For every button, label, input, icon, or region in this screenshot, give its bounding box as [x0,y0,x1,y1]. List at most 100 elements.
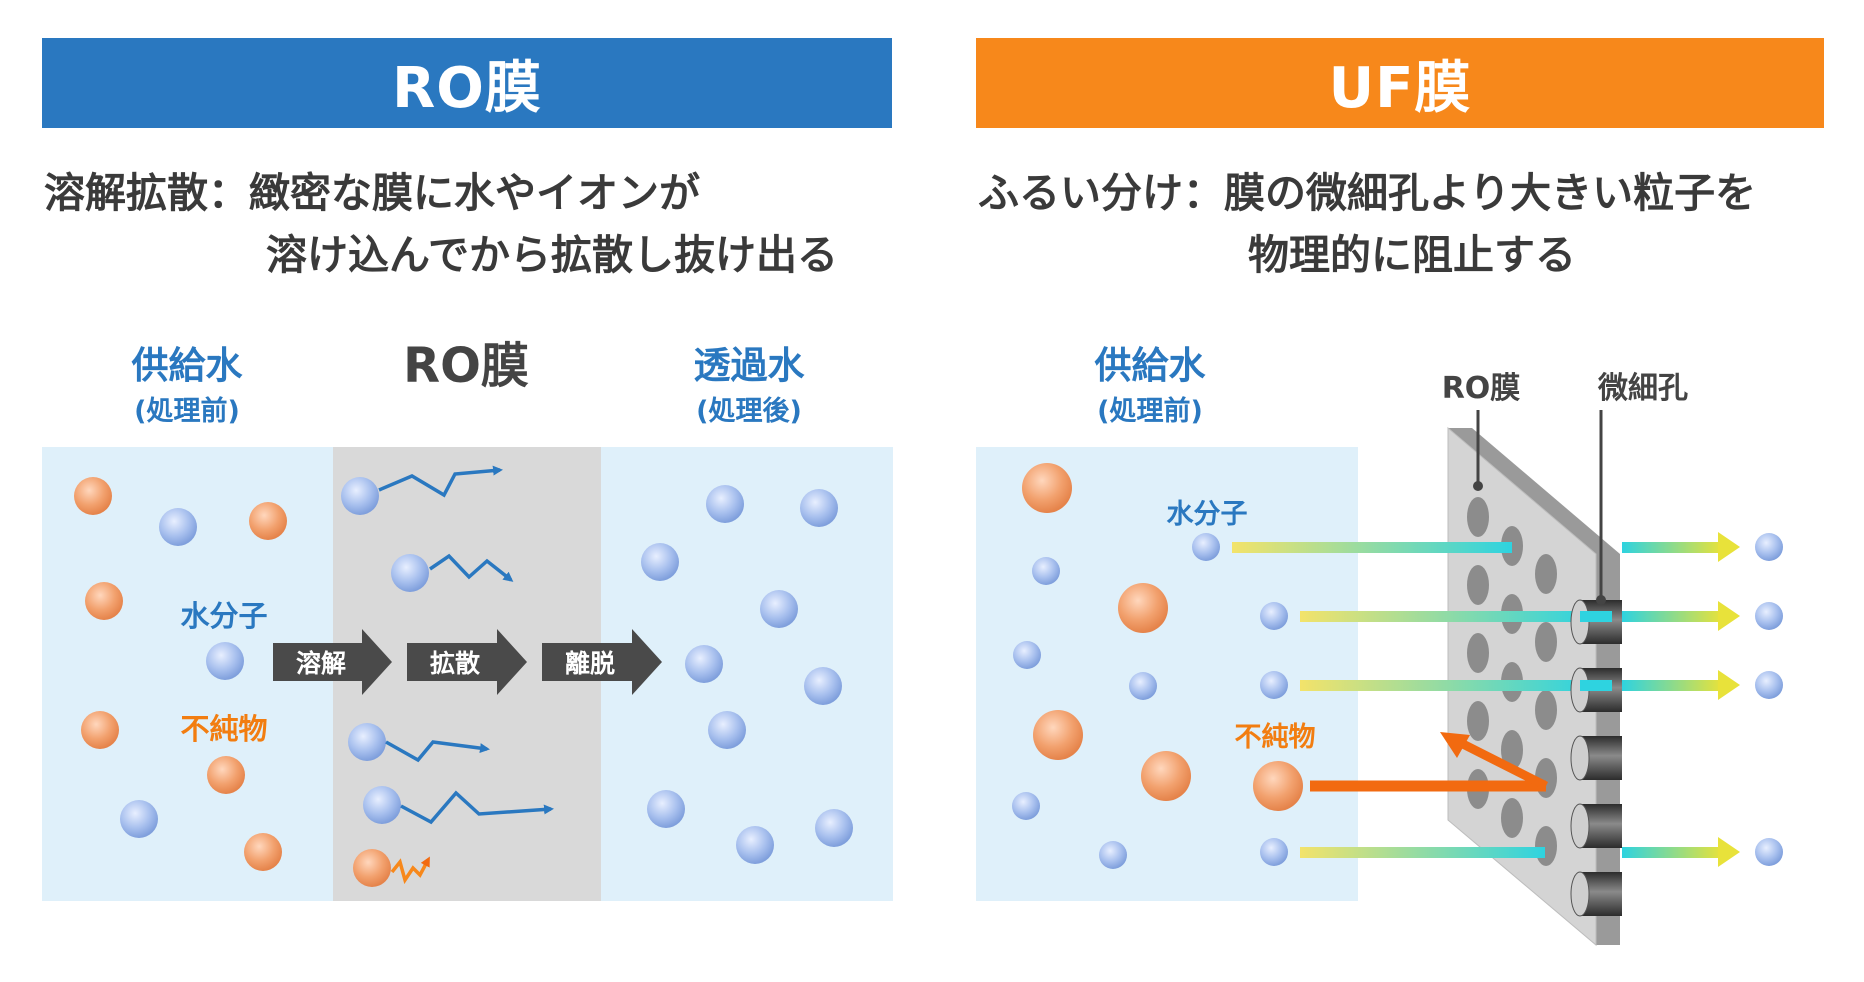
impurity-particle [1033,710,1083,760]
flow-through [1580,680,1612,691]
impurity-particle [249,502,287,540]
ro-title-banner: RO膜 [42,38,892,128]
callout-dot [1473,481,1483,491]
water-molecule [647,790,685,828]
impurity-particle [353,849,391,887]
ro-desc-line1: 緻密な膜に水やイオンが [249,169,700,217]
ro-impurity-label: 不純物 [180,712,267,746]
uf-pore-label: 微細孔 [1597,371,1688,406]
water-molecule [159,508,197,546]
pore-mouth [1570,871,1590,917]
flow-out [1622,680,1722,691]
water-molecule [736,826,774,864]
ro-title: RO膜 [392,55,542,121]
uf-feed-sub: (処理前) [1097,395,1203,427]
water-molecule [1755,838,1783,866]
water-molecule [800,489,838,527]
water-molecule [1192,533,1220,561]
flow-out [1622,611,1722,622]
flow-arrowhead [1718,532,1740,562]
water-molecule [363,786,401,824]
ro-permeate-particles [641,485,853,864]
ro-feed-particles [74,477,287,871]
membrane-top-face [1448,428,1620,554]
impurity-particle [1253,761,1303,811]
step-label: 拡散 [430,649,480,678]
uf-pore-tubes [1570,599,1622,917]
impurity-particle [244,833,282,871]
uf-description: ふるい分け：膜の微細孔より大きい粒子を 物理的に阻止する [978,162,1756,286]
uf-desc-line2: 物理的に阻止する [1248,231,1576,279]
water-molecule [1260,671,1288,699]
uf-feed-zone [976,447,1358,901]
water-molecule [206,642,244,680]
water-molecule [804,667,842,705]
uf-title: UF膜 [1328,55,1472,121]
water-molecule [815,809,853,847]
water-molecule [1099,841,1127,869]
water-molecule [341,477,379,515]
ro-step-arrows: 溶解 拡散 離脱 [273,629,662,695]
impurity-particle [1118,583,1168,633]
rebound-path [1452,735,1549,791]
step-label: 溶解 [296,649,346,678]
uf-feed-particles [1012,463,1191,869]
callout-dot [1596,595,1606,605]
step-arrow-desorb: 離脱 [542,629,662,695]
water-molecule [1012,792,1040,820]
water-molecule [348,723,386,761]
water-molecule [1260,602,1288,630]
water-molecule [1260,838,1288,866]
impurity-particle [1141,751,1191,801]
uf-impurity-label: 不純物 [1235,721,1316,753]
zigzag-arrow [429,553,514,582]
uf-feed-label: 供給水 [1095,344,1207,387]
ro-desc-line2: 溶け込んでから拡散し抜け出る [266,231,838,279]
water-molecule [1755,533,1783,561]
water-molecule [391,554,429,592]
ro-description: 溶解拡散：緻密な膜に水やイオンが 溶け込んでから拡散し抜け出る [44,162,838,286]
water-molecule [120,800,158,838]
flow-in [1232,542,1512,553]
impurity-particle [81,711,119,749]
ro-membrane-particles [341,465,554,887]
water-molecule [1013,641,1041,669]
water-molecule [760,590,798,628]
water-molecule [708,711,746,749]
impurity-particle [74,477,112,515]
step-arrow-dissolve: 溶解 [273,629,392,695]
flow-arrowhead [1718,601,1740,631]
pore-mouth [1570,803,1590,849]
impurity-particle [1022,463,1072,513]
uf-method: ふるい分け： [978,169,1224,217]
pore-mouth [1570,735,1590,781]
rebound-arrowhead [1440,732,1470,758]
water-molecule [1129,672,1157,700]
impurity-particle [85,582,123,620]
uf-desc-line1: 膜の微細孔より大きい粒子を [1224,169,1757,217]
zigzag-arrow [378,465,503,498]
impurity-particle [207,756,245,794]
ro-membrane-label: RO膜 [403,338,529,394]
flow-in [1300,611,1590,622]
flow-arrowhead [1718,670,1740,700]
uf-output-arrows [1622,532,1783,867]
uf-blocked-impurity [1253,732,1549,811]
zigzag-arrow [385,740,490,763]
water-molecule [685,645,723,683]
blocked-arrow [390,856,430,885]
ro-feed-label: 供給水 [132,344,244,387]
zigzag-arrow [400,790,554,825]
flow-in [1300,680,1590,691]
ro-permeate-sub: (処理後) [696,395,802,427]
step-label: 離脱 [565,649,615,678]
ro-permeate-label: 透過水 [694,344,806,387]
flow-through [1580,611,1612,622]
ro-water-label: 水分子 [180,599,267,633]
water-molecule [1755,602,1783,630]
flow-out [1622,542,1722,553]
uf-membrane-label: RO膜 [1442,371,1521,406]
uf-flow-arrows [1192,533,1590,866]
uf-water-label: 水分子 [1167,499,1248,530]
